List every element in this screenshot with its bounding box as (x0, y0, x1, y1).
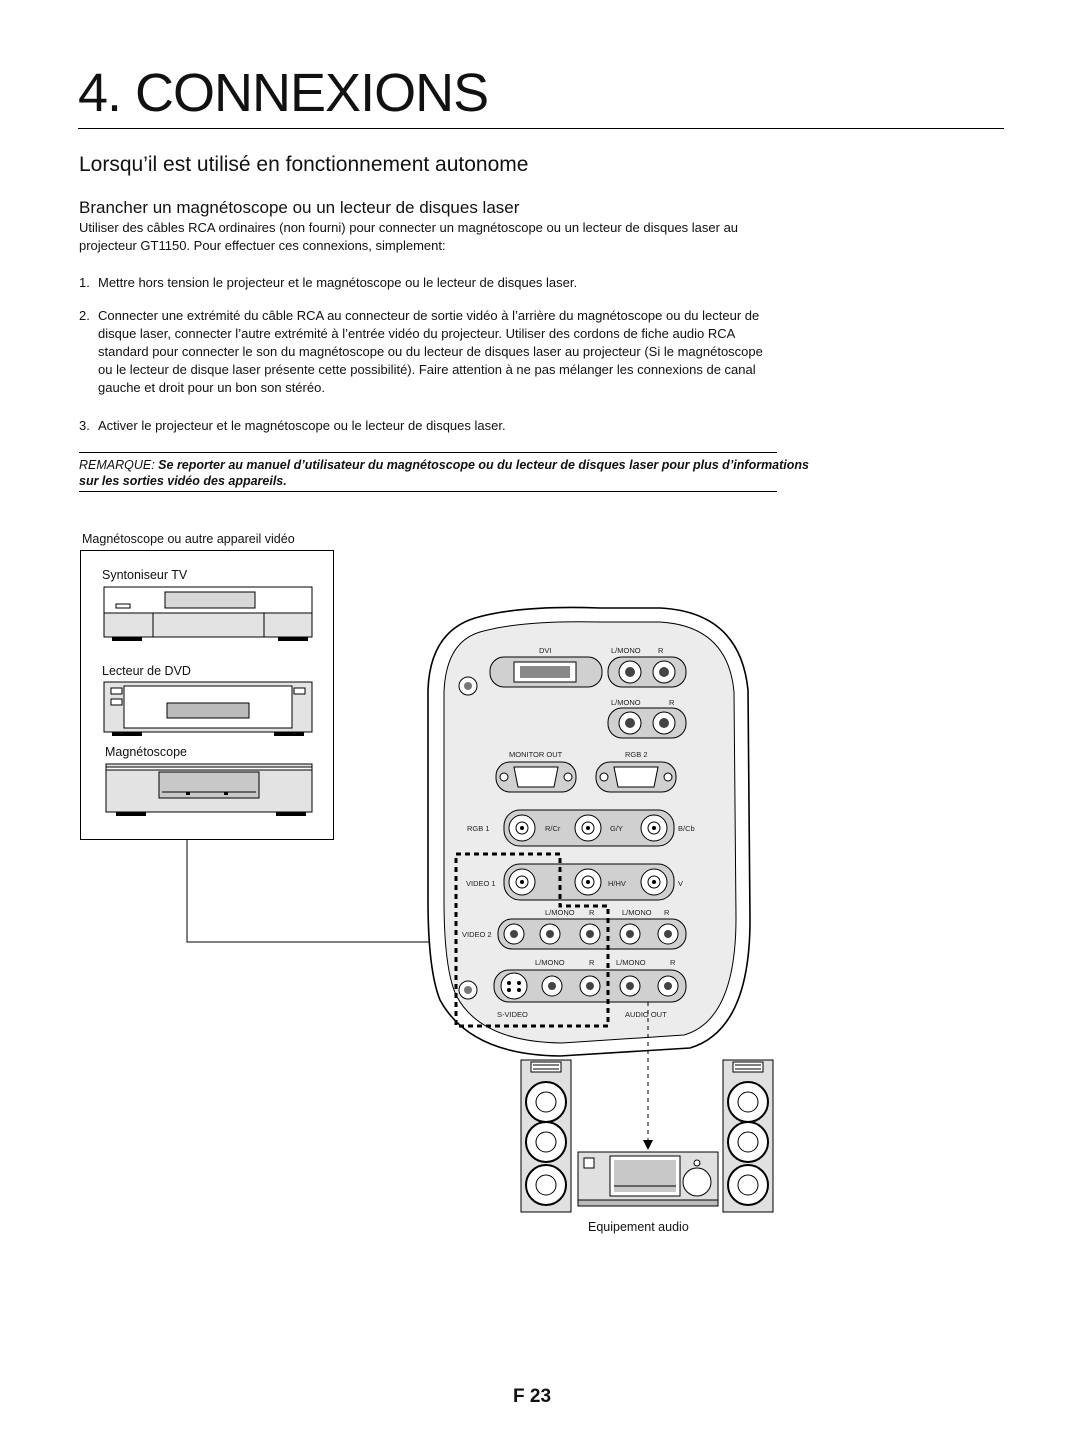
hhv-label: H/HV (608, 879, 626, 888)
step-2: 2. Connecter une extrémité du câble RCA … (79, 307, 779, 397)
bcb-label: B/Cb (678, 824, 695, 833)
video-inputs-highlight (454, 852, 610, 1028)
dvi-connector (489, 656, 603, 688)
rcr-label: R/Cr (545, 824, 561, 833)
step-text: Connecter une extrémité du câble RCA au … (98, 308, 763, 395)
title-rule (78, 128, 1004, 129)
rgb1-label: RGB 1 (467, 824, 490, 833)
right-speaker (722, 1059, 774, 1213)
vcr-device (105, 763, 313, 816)
step-3: 3. Activer le projecteur et le magnétosc… (79, 417, 779, 435)
page-number: F 23 (513, 1386, 552, 1407)
step-number: 1. (79, 275, 90, 290)
rgb2-lmono-label: L/MONO (611, 698, 641, 707)
tv-tuner-device (103, 586, 313, 641)
audio-out-r-label: R (670, 958, 676, 967)
video1-label: VIDEO 1 (466, 879, 496, 888)
step-1: 1. Mettre hors tension le projecteur et … (79, 274, 779, 292)
note-text: Se reporter au manuel d’utilisateur du m… (79, 458, 809, 488)
subsection-heading: Brancher un magnétoscope ou un lecteur d… (79, 198, 520, 217)
vcr-label: Magnétoscope (105, 745, 188, 759)
devices-box-title: Magnétoscope ou autre appareil vidéo (82, 532, 295, 546)
rgb2-label: RGB 2 (625, 750, 648, 759)
rgb2-connector (595, 761, 677, 793)
svideo-lmono-label: L/MONO (535, 958, 565, 967)
note-top-rule (79, 452, 777, 453)
note-label: REMARQUE: (79, 458, 155, 472)
rgb2-r-label: R (669, 698, 675, 707)
audio-out-label: AUDIO OUT (625, 1010, 667, 1019)
step-text: Activer le projecteur et le magnétoscope… (98, 418, 506, 433)
step-number: 2. (79, 308, 90, 323)
note-bottom-rule (79, 491, 777, 492)
video2-jacks (497, 918, 687, 950)
video1-lmono-label: L/MONO (545, 908, 575, 917)
svideo-r-label: R (589, 958, 595, 967)
step-text: Mettre hors tension le projecteur et le … (98, 275, 578, 290)
video2-lmono-label-top: L/MONO (622, 908, 652, 917)
arrow-head (643, 1140, 653, 1150)
video1-bnc-connectors (503, 863, 675, 901)
note: REMARQUE: Se reporter au manuel d’utilis… (79, 457, 809, 489)
page-title: 4. CONNEXIONS (78, 63, 489, 123)
dvi-r-label: R (658, 646, 664, 655)
video2-r-label-top: R (664, 908, 670, 917)
tuner-label: Syntoniseur TV (102, 568, 188, 582)
svideo-label: S-VIDEO (497, 1010, 528, 1019)
dvi-lmono-label: L/MONO (611, 646, 641, 655)
dvi-label: DVI (539, 646, 552, 655)
dvd-player-device (103, 681, 313, 736)
left-speaker (520, 1059, 572, 1213)
video-devices-box (80, 550, 334, 840)
dvd-label: Lecteur de DVD (102, 664, 191, 678)
step-number: 3. (79, 418, 90, 433)
video1-r-label: R (589, 908, 595, 917)
v-label: V (678, 879, 684, 888)
rgb2-audio-jacks (607, 707, 687, 739)
video2-label: VIDEO 2 (462, 930, 492, 939)
rgb1-bnc-connectors (503, 809, 675, 847)
gy-label: G/Y (610, 824, 623, 833)
monitor-out-label: MONITOR OUT (509, 750, 563, 759)
dvi-audio-jacks (607, 656, 687, 688)
monitor-out-connector (495, 761, 577, 793)
section-heading: Lorsqu’il est utilisé en fonctionnement … (79, 153, 529, 176)
svideo-audio-out-jacks (493, 969, 687, 1003)
intro-paragraph: Utiliser des câbles RCA ordinaires (non … (79, 220, 739, 253)
audio-equipment-label: Equipement audio (588, 1220, 689, 1234)
audio-amplifier (577, 1151, 719, 1207)
audio-out-lmono-label: L/MONO (616, 958, 646, 967)
